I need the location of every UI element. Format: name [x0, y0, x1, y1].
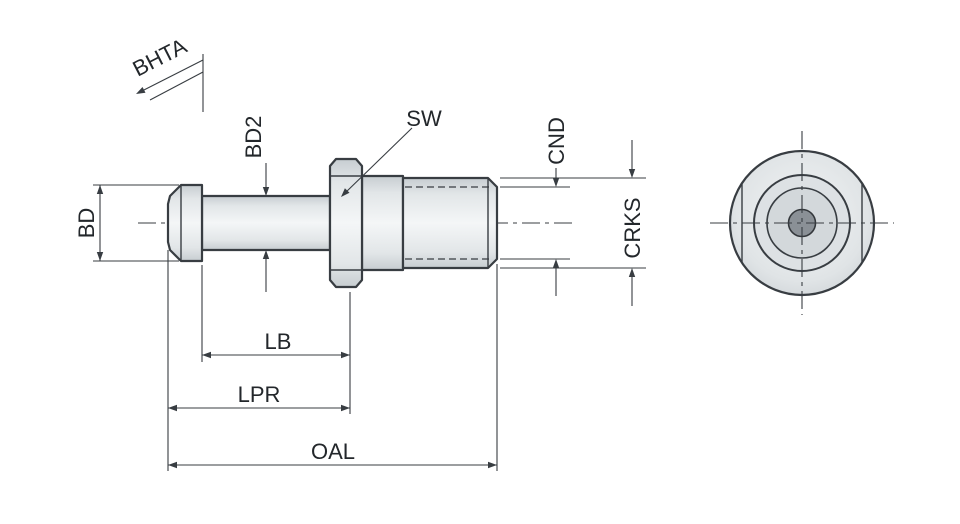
arrowhead	[96, 252, 104, 261]
angle-leg-line	[137, 59, 204, 94]
label-crks: CRKS	[620, 197, 645, 258]
arrowhead	[552, 178, 560, 187]
leader-line	[343, 127, 413, 195]
label-lb: LB	[265, 329, 292, 354]
arrowhead	[168, 404, 177, 412]
angle-leg-line	[149, 71, 204, 101]
label-oal: OAL	[311, 439, 355, 464]
end-view	[710, 131, 894, 315]
label-sw: SW	[406, 106, 442, 131]
arrowhead	[168, 461, 177, 469]
arrowhead	[488, 461, 497, 469]
label-bd: BD	[74, 208, 99, 239]
arrowhead	[136, 87, 146, 94]
arrowhead	[262, 187, 270, 196]
arrowhead	[628, 169, 636, 178]
arrowhead	[341, 404, 350, 412]
label-bhta: BHTA	[129, 33, 191, 81]
flange-outline	[328, 157, 364, 289]
arrowhead	[341, 351, 350, 359]
thread-outline	[401, 176, 499, 270]
label-bd2: BD2	[241, 116, 266, 159]
arrowhead	[552, 259, 560, 268]
arrowhead	[341, 188, 350, 197]
arrowhead	[96, 185, 104, 194]
label-cnd: CND	[544, 117, 569, 165]
arrowhead	[262, 250, 270, 259]
arrowhead	[202, 351, 211, 359]
dimensions: BD BHTA BD2 SW CND CRKS	[74, 33, 646, 471]
head-outline	[166, 183, 204, 263]
arrowhead	[628, 268, 636, 277]
body-outline	[360, 174, 405, 272]
shaft-outline	[200, 194, 332, 252]
label-lpr: LPR	[238, 382, 281, 407]
